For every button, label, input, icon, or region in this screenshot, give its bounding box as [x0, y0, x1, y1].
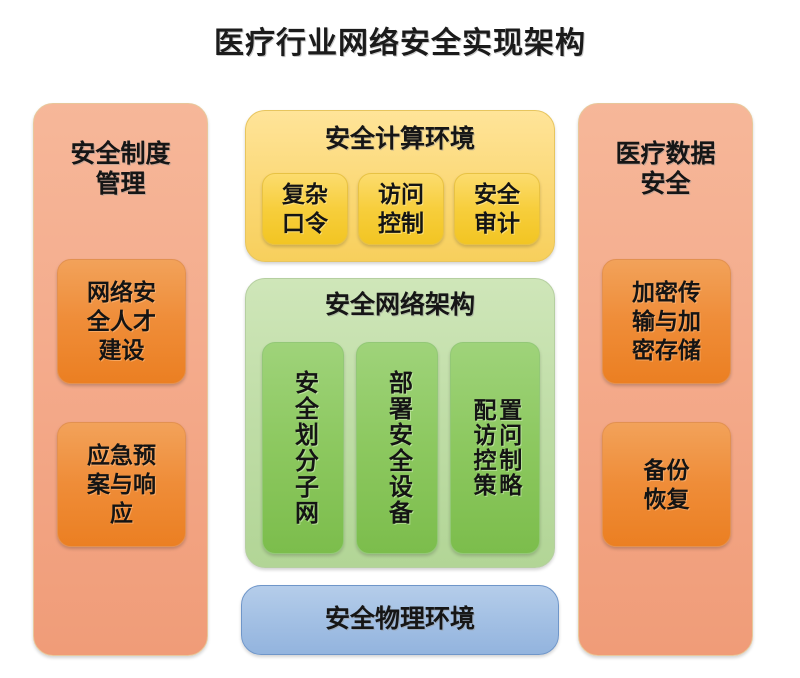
panel-title-secure-network-architecture: 安全网络架构 [324, 291, 475, 319]
compute-items-row: 复杂 口令 访问 控制 安全 审计 [262, 173, 540, 245]
item-emergency-plan-and-response[interactable]: 应急预 案与响 应 [57, 422, 186, 547]
item-label-line-3: 密存储 [632, 336, 701, 363]
item-label-line-3: 建设 [98, 336, 145, 363]
item-backup-and-recovery[interactable]: 备份 恢复 [602, 422, 731, 547]
item-encrypted-transmission-and-storage[interactable]: 加密传 输与加 密存储 [602, 259, 731, 384]
item-label: 访问 控制 [378, 180, 424, 238]
item-label-line-2: 控制 [378, 210, 424, 236]
item-label-line-2: 恢复 [643, 485, 690, 512]
panel-secure-network-architecture[interactable]: 安全网络架构 安全划分子网 部署安全设备 配访控策 置问制略 [245, 278, 555, 568]
panel-title-line-2: 管理 [95, 169, 146, 198]
item-label-line-1: 安全 [474, 181, 520, 208]
panel-title-line-1: 医疗数据 [615, 140, 716, 168]
panel-security-policy-management[interactable]: 安全制度 管理 网络安 全人才 建设 应急预 案与响 应 [33, 103, 208, 656]
panel-secure-physical-environment[interactable]: 安全物理环境 [241, 585, 559, 655]
item-label-line-1: 网络安 [87, 279, 156, 306]
panel-title-line-1: 安全制度 [70, 140, 171, 168]
item-label-line-1: 应急预 [87, 442, 156, 469]
item-label: 复杂 口令 [282, 180, 328, 238]
item-label: 部署安全设备 [384, 370, 412, 526]
panel-title-line-2: 安全 [640, 169, 691, 198]
item-label-line-3: 应 [110, 499, 133, 526]
panel-title-security-policy-management: 安全制度 管理 [34, 104, 207, 199]
panel-medical-data-security[interactable]: 医疗数据 安全 加密传 输与加 密存储 备份 恢复 [578, 103, 753, 656]
item-label: 网络安 全人才 建设 [79, 278, 164, 364]
item-label-line-2: 全人才 [87, 308, 156, 335]
item-label-line-1: 备份 [643, 456, 690, 483]
item-label-line-1: 加密传 [632, 279, 701, 306]
item-label-line-2: 审计 [474, 210, 520, 236]
item-access-control[interactable]: 访问 控制 [358, 173, 444, 245]
page-title: 医疗行业网络安全实现架构 [214, 27, 586, 60]
item-network-security-talent-development[interactable]: 网络安 全人才 建设 [57, 259, 186, 384]
panel-title-secure-computing-environment: 安全计算环境 [324, 125, 475, 153]
panel-secure-computing-environment[interactable]: 安全计算环境 复杂 口令 访问 控制 安全 审计 [245, 110, 555, 262]
item-complex-password[interactable]: 复杂 口令 [262, 173, 348, 245]
item-deploy-security-devices[interactable]: 部署安全设备 [356, 342, 438, 554]
item-label-line-2: 案与响 [87, 471, 156, 498]
item-label: 安全 审计 [474, 180, 520, 238]
item-label-line-2: 输与加 [632, 308, 701, 335]
item-label: 安全划分子网 [290, 370, 318, 526]
item-security-audit[interactable]: 安全 审计 [454, 173, 540, 245]
item-label-line-1: 复杂 [282, 181, 328, 208]
item-label-column-2: 置问制略 [495, 398, 522, 498]
panel-title-medical-data-security: 医疗数据 安全 [579, 104, 752, 199]
item-configure-access-control-policy[interactable]: 配访控策 置问制略 [450, 342, 540, 554]
item-divide-secure-subnets[interactable]: 安全划分子网 [262, 342, 344, 554]
item-label-column-1: 配访控策 [470, 398, 496, 498]
item-label: 应急预 案与响 应 [79, 441, 164, 527]
item-label-line-2: 口令 [282, 210, 328, 236]
network-items-row: 安全划分子网 部署安全设备 配访控策 置问制略 [262, 342, 540, 554]
item-label-line-1: 访问 [378, 181, 424, 208]
item-label: 备份 恢复 [636, 456, 698, 514]
panel-title-secure-physical-environment: 安全物理环境 [324, 605, 475, 634]
item-label: 加密传 输与加 密存储 [624, 278, 709, 364]
